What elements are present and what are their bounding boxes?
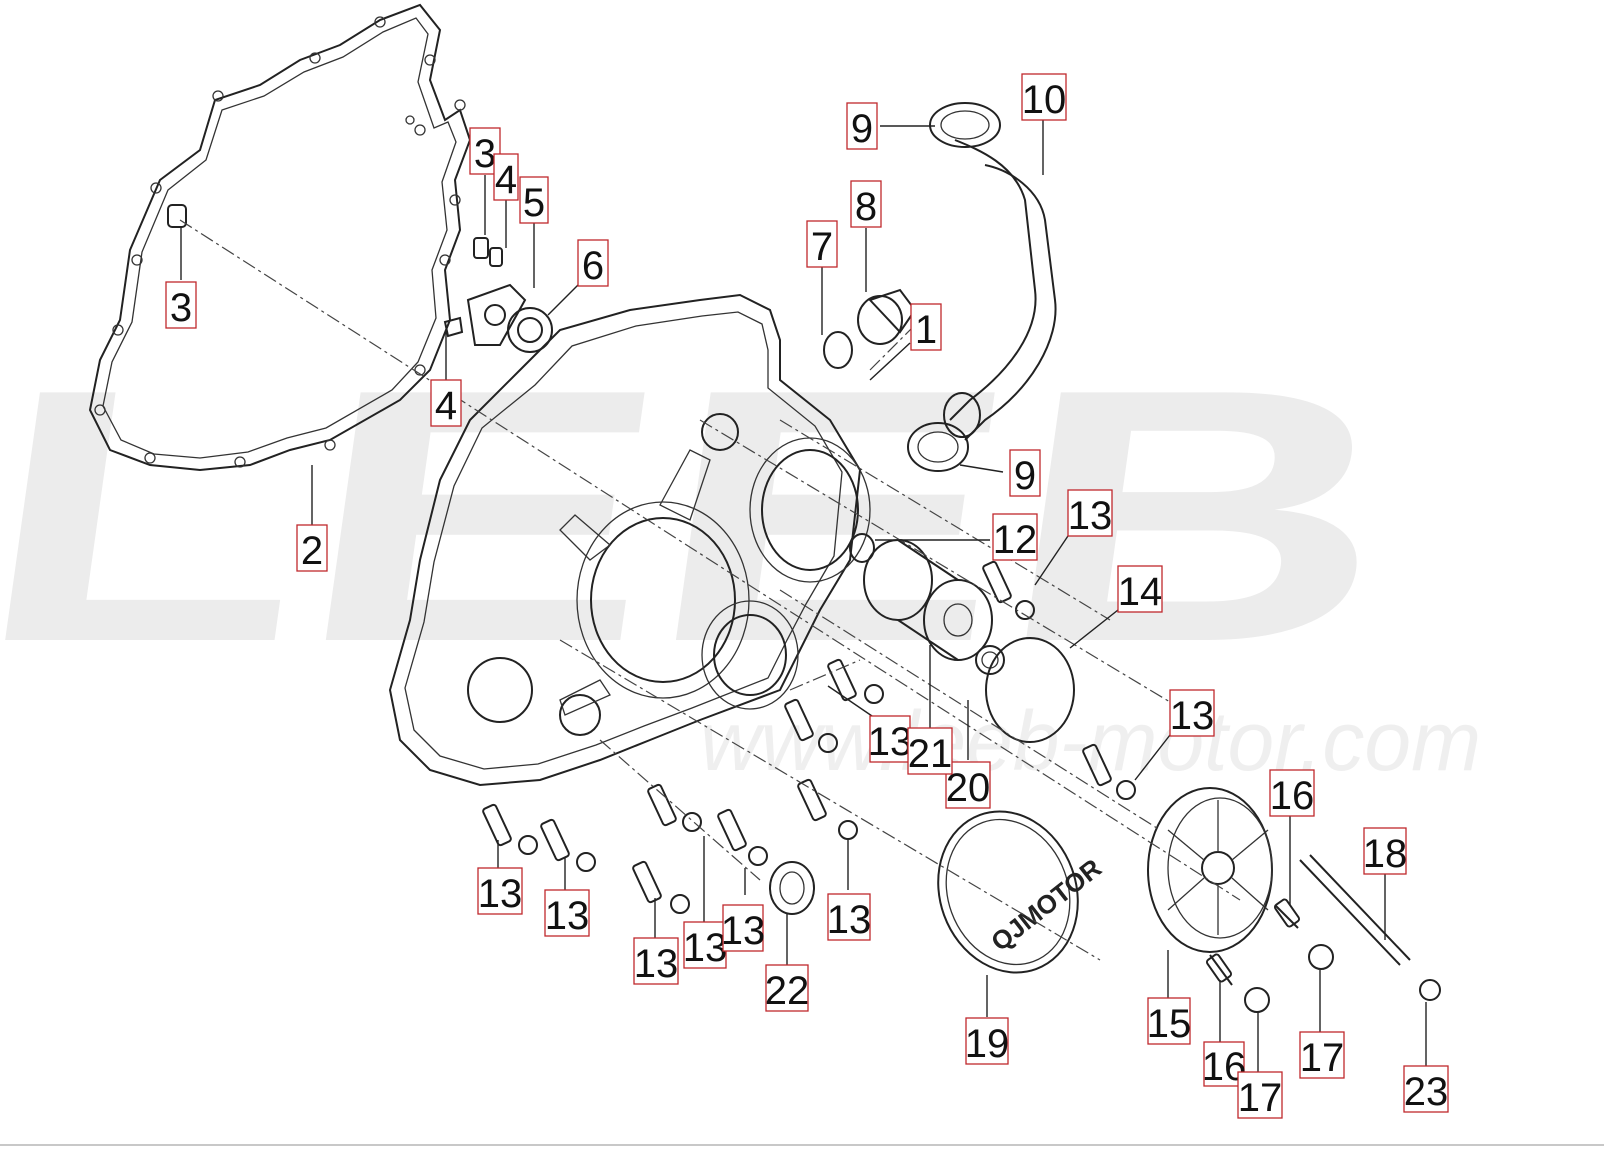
small-fittings [443, 237, 553, 353]
crankcase-cover [388, 293, 871, 787]
callout-label: 2 [301, 529, 323, 573]
callout-label: 4 [495, 158, 517, 202]
callout-label: 16 [1270, 774, 1315, 818]
callout-label: 13 [1068, 494, 1113, 538]
callout-label: 10 [1022, 78, 1067, 122]
callout-2: 2 [296, 524, 328, 573]
callout-label: 12 [993, 518, 1038, 562]
callout-label: 8 [855, 185, 877, 229]
watermark-brand: LEEB [0, 314, 1416, 717]
hose-clamp-lower [907, 422, 969, 472]
watermark: LEEB www.leeb-motor.com [0, 314, 1481, 788]
callout-9: 9 [1009, 449, 1041, 498]
callout-13: 13 [721, 904, 766, 953]
o-ring-7 [823, 331, 853, 369]
callout-label: 13 [683, 926, 728, 970]
callout-13: 13 [1067, 489, 1113, 538]
o-ring-12 [849, 533, 875, 563]
callout-16: 16 [1269, 769, 1315, 818]
callout-14: 14 [1117, 565, 1163, 614]
callout-13: 13 [868, 715, 913, 764]
callout-label: 13 [1170, 694, 1215, 738]
callout-13: 13 [827, 893, 872, 942]
o-ring-14 [985, 637, 1075, 743]
callout-4: 4 [493, 153, 519, 202]
callout-label: 4 [435, 384, 457, 428]
washer [769, 861, 815, 915]
callout-8: 8 [850, 180, 882, 229]
callout-9: 9 [846, 102, 878, 151]
callout-4: 4 [430, 379, 462, 428]
callout-label: 17 [1300, 1036, 1345, 1080]
callout-20: 20 [945, 761, 991, 810]
callout-label: 22 [765, 969, 810, 1013]
callouts: 1 2 3 3 4 4 5 6 7 8 9 9 10 12 13 13 13 1… [165, 73, 1449, 1120]
filter-cover [1147, 787, 1273, 953]
callout-label: 21 [908, 732, 953, 776]
callout-13: 13 [544, 889, 590, 938]
callout-10: 10 [1021, 73, 1067, 122]
callout-label: 13 [868, 720, 913, 764]
callout-6: 6 [577, 239, 609, 288]
callout-label: 3 [474, 132, 496, 176]
hose-clamp-upper [929, 102, 1001, 148]
callout-label: 17 [1238, 1076, 1283, 1120]
oil-filter [863, 539, 993, 661]
cover-logo: QJMOTOR [985, 853, 1107, 957]
callout-label: 5 [523, 181, 545, 225]
dowel-pin [167, 204, 187, 228]
callout-13: 13 [683, 921, 728, 970]
callout-7: 7 [806, 220, 838, 269]
gasket [88, 3, 472, 472]
callout-label: 3 [170, 286, 192, 330]
callout-label: 13 [827, 898, 872, 942]
callout-5: 5 [519, 176, 549, 225]
hose [943, 139, 1057, 441]
callout-17: 17 [1237, 1071, 1283, 1120]
callout-label: 13 [545, 894, 590, 938]
callout-label: 18 [1363, 832, 1408, 876]
callout-label: 15 [1147, 1002, 1192, 1046]
callout-label: 13 [634, 942, 679, 986]
callout-label: 1 [915, 308, 937, 352]
bolts [482, 560, 1136, 914]
callout-22: 22 [765, 964, 810, 1013]
callout-label: 6 [582, 244, 604, 288]
callout-21: 21 [907, 727, 953, 776]
studs-and-nuts [1205, 854, 1441, 1013]
leader-lines [180, 120, 1427, 1072]
watermark-url: www.leeb-motor.com [700, 694, 1481, 788]
callout-label: 23 [1404, 1070, 1449, 1114]
callout-23: 23 [1403, 1065, 1449, 1114]
callout-label: 9 [851, 107, 873, 151]
callout-13: 13 [477, 867, 523, 916]
callout-17: 17 [1299, 1031, 1345, 1080]
callout-label: 13 [478, 872, 523, 916]
callout-13: 13 [633, 937, 679, 986]
callout-label: 14 [1118, 570, 1163, 614]
callout-1: 1 [910, 303, 942, 352]
bottom-divider [0, 1144, 1604, 1146]
clutch-cover: QJMOTOR [937, 810, 1107, 974]
callout-15: 15 [1147, 997, 1192, 1046]
callout-19: 19 [965, 1017, 1010, 1066]
callout-label: 9 [1014, 454, 1036, 498]
callout-18: 18 [1363, 827, 1408, 876]
callout-13: 13 [1169, 689, 1215, 738]
callout-12: 12 [992, 513, 1038, 562]
callout-label: 13 [721, 909, 766, 953]
callout-label: 19 [965, 1022, 1010, 1066]
callout-label: 20 [946, 766, 991, 810]
callout-label: 7 [811, 225, 833, 269]
callout-3: 3 [165, 281, 197, 330]
